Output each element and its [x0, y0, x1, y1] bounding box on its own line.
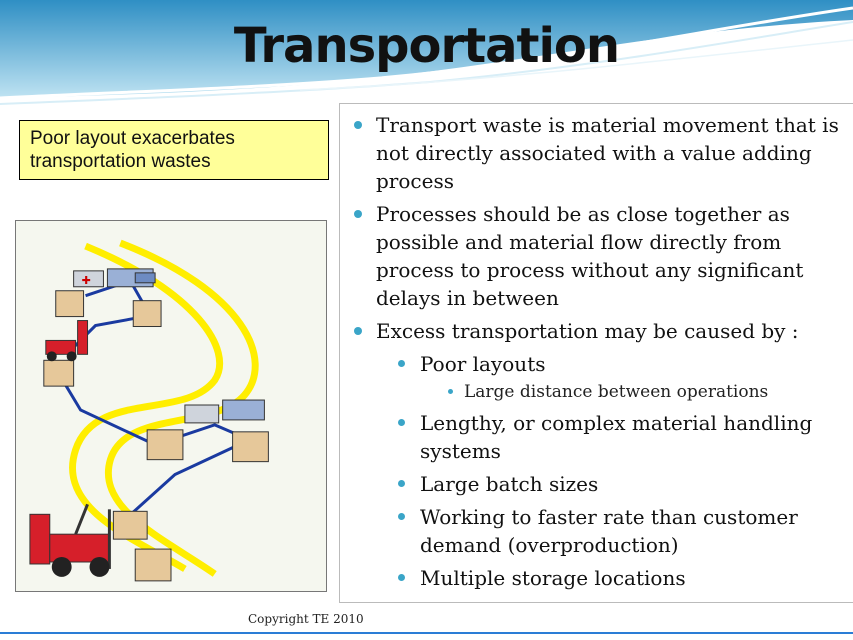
- sub-bullet-storage: Multiple storage locations: [340, 564, 853, 592]
- sub-bullet-poor-layouts: Poor layouts: [340, 350, 853, 378]
- yellow-route-1: [69, 242, 224, 572]
- forklift-small: [45, 320, 89, 362]
- slide-title: Transportation: [233, 18, 620, 74]
- header-wave-background: [0, 0, 853, 110]
- sub-bullet-rate: Working to faster rate than customer dem…: [340, 503, 853, 559]
- copyright-text: Copyright TE 2010: [248, 612, 364, 626]
- bottom-rule: [0, 632, 853, 634]
- svg-text:✚: ✚: [82, 274, 91, 287]
- machine-group-top: ✚: [73, 268, 156, 288]
- bullet-panel: Transport waste is material movement tha…: [339, 103, 853, 603]
- sub-sub-bullet-distance: Large distance between operations: [340, 380, 853, 404]
- machine-group-middle: [146, 399, 269, 463]
- bullet-list: Transport waste is material movement tha…: [340, 104, 853, 592]
- bullet-excess-transport: Excess transportation may be caused by :: [340, 317, 853, 345]
- sub-bullet-batch: Large batch sizes: [340, 470, 853, 498]
- bullet-processes-close: Processes should be as close together as…: [340, 200, 853, 312]
- layout-diagram: ✚: [15, 220, 327, 592]
- bullet-transport-waste: Transport waste is material movement tha…: [340, 111, 853, 195]
- sub-bullet-handling: Lengthy, or complex material handling sy…: [340, 409, 853, 465]
- pallet-stacks-top: [43, 290, 162, 387]
- forklift-large: [29, 503, 172, 582]
- callout-box: Poor layout exacerbates transportation w…: [19, 120, 329, 180]
